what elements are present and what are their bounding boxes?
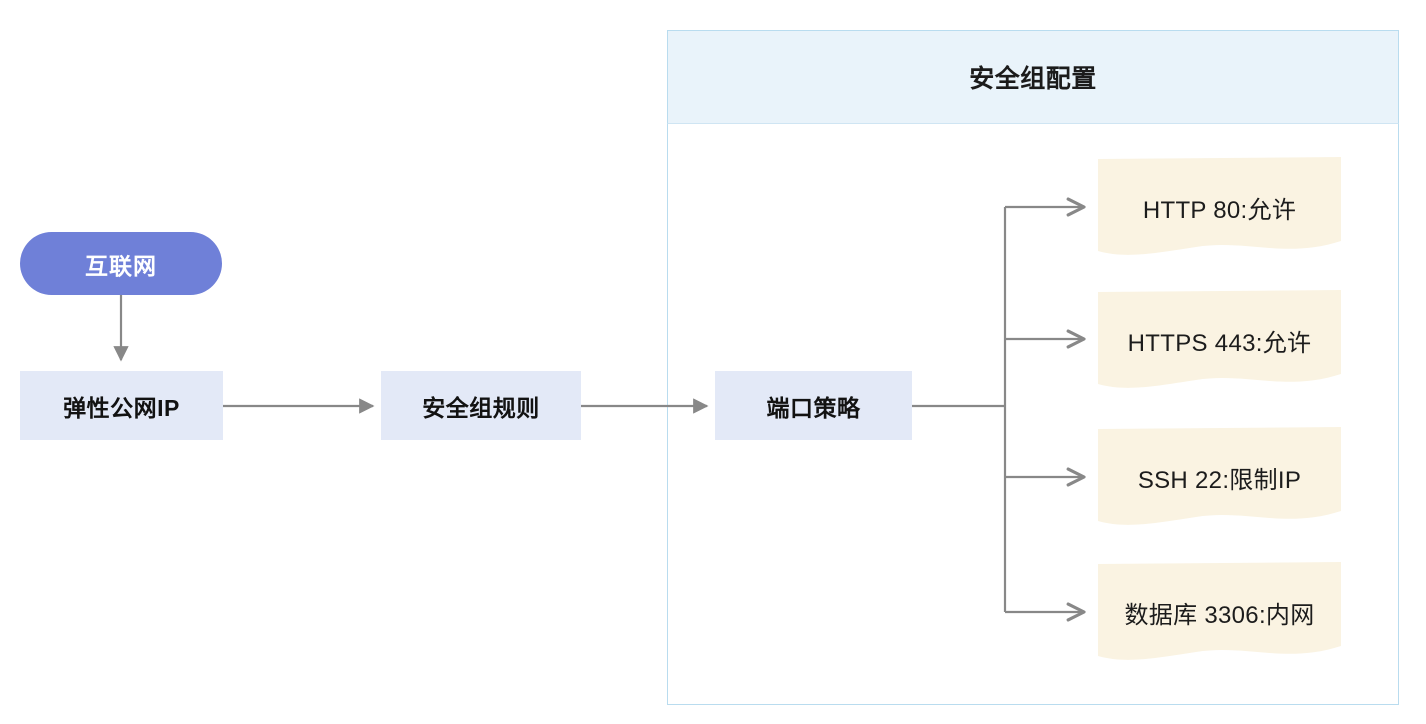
rule-node-https-shape bbox=[1098, 290, 1341, 388]
node-elastic-public-ip[interactable]: 弹性公网IP bbox=[20, 371, 223, 440]
cluster-title: 安全组配置 bbox=[969, 65, 1097, 93]
node-internet[interactable]: 互联网 bbox=[20, 232, 222, 295]
rule-node-database-label: 数据库 3306:内网 bbox=[1124, 602, 1315, 629]
node-port-policy[interactable]: 端口策略 bbox=[715, 371, 912, 440]
rule-node-http[interactable]: HTTP 80:允许 bbox=[1096, 155, 1343, 260]
rule-node-database[interactable]: 数据库 3306:内网 bbox=[1096, 560, 1343, 665]
node-elastic-public-ip-label: 弹性公网IP bbox=[63, 394, 180, 421]
node-security-group-rule[interactable]: 安全组规则 bbox=[381, 371, 581, 440]
node-port-policy-label: 端口策略 bbox=[766, 394, 861, 421]
node-security-group-rule-label: 安全组规则 bbox=[422, 394, 540, 421]
rule-node-http-label: HTTP 80:允许 bbox=[1142, 197, 1297, 224]
security-group-cluster-header: 安全组配置 bbox=[667, 30, 1399, 124]
rule-node-database-shape bbox=[1098, 562, 1341, 660]
rule-node-ssh-label: SSH 22:限制IP bbox=[1137, 467, 1302, 494]
rule-node-ssh-shape bbox=[1098, 427, 1341, 525]
rule-node-ssh[interactable]: SSH 22:限制IP bbox=[1096, 425, 1343, 530]
node-internet-label: 互联网 bbox=[85, 252, 157, 279]
rule-node-https[interactable]: HTTPS 443:允许 bbox=[1096, 288, 1343, 393]
rule-node-http-shape bbox=[1098, 157, 1341, 255]
rule-node-https-label: HTTPS 443:允许 bbox=[1127, 330, 1312, 357]
